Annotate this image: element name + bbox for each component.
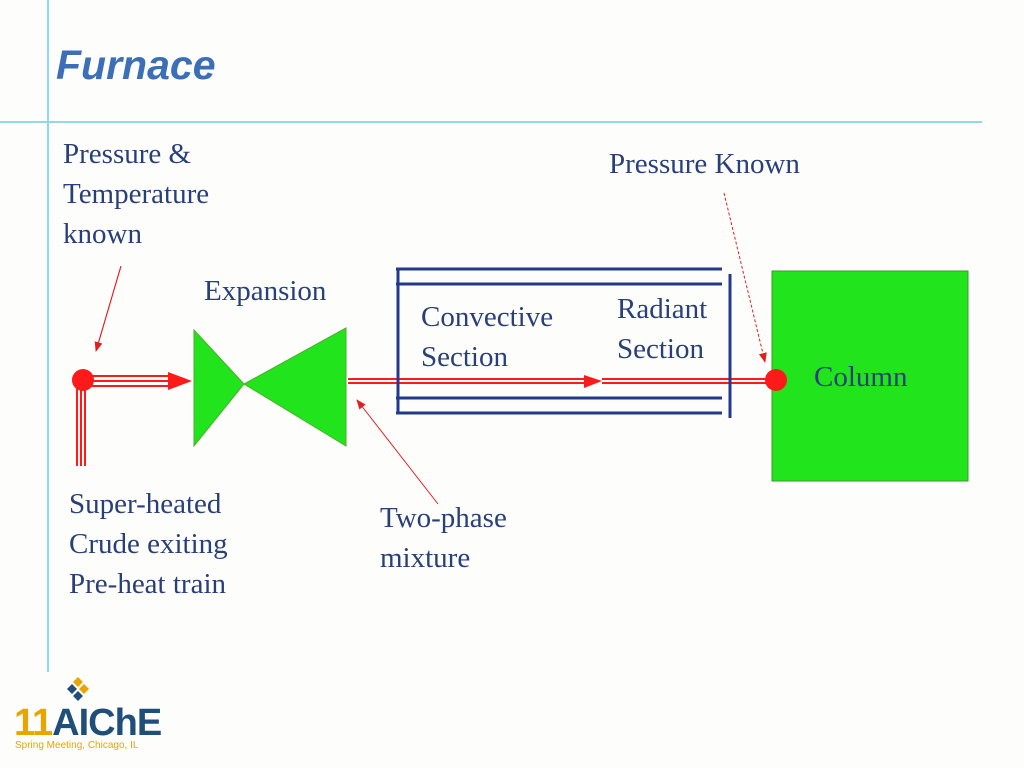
aiche-logo: 11AIChE Spring Meeting, Chicago, IL <box>12 676 182 756</box>
logo-number: 11 <box>14 702 53 744</box>
convective-line-2: Section <box>421 341 508 373</box>
column-label: Column <box>814 361 908 393</box>
column-inlet-node <box>765 369 787 391</box>
logo-name: AIChE <box>52 702 162 744</box>
vertical-accent-line <box>47 0 49 672</box>
superheated-line-2: Crude exiting <box>69 528 228 560</box>
two-phase-line-2: mixture <box>380 542 471 574</box>
inlet-known-label: Pressure & Temperature known <box>63 134 209 254</box>
horizontal-accent-line <box>0 121 982 123</box>
two-phase-annotation-arrow <box>356 399 439 505</box>
convective-line-1: Convective <box>421 301 554 333</box>
logo-subtitle: Spring Meeting, Chicago, IL <box>15 740 139 751</box>
radiant-line-2: Section <box>617 333 704 365</box>
pressure-known-annotation-arrow <box>723 192 767 363</box>
radiant-section-label: Radiant Section <box>617 289 707 369</box>
expansion-valve-icon <box>193 327 347 448</box>
logo-wordmark: 11AIChE <box>14 702 162 744</box>
process-flow-line <box>348 375 768 388</box>
diamond-logo-icon <box>67 677 89 701</box>
superheated-line-1: Super-heated <box>69 488 222 520</box>
slide-title: Furnace <box>56 42 216 88</box>
two-phase-line-1: Two-phase <box>380 502 507 534</box>
inlet-known-line-2: Temperature <box>63 178 210 210</box>
furnace-box <box>396 267 732 418</box>
convective-section-label: Convective Section <box>421 297 553 377</box>
expansion-label: Expansion <box>204 275 327 307</box>
inlet-annotation-arrow <box>94 265 122 352</box>
two-phase-mixture-label: Two-phase mixture <box>380 498 507 578</box>
pressure-known-label: Pressure Known <box>609 148 800 180</box>
superheated-line-3: Pre-heat train <box>69 568 227 600</box>
inlet-known-line-1: Pressure & <box>63 138 192 170</box>
radiant-line-1: Radiant <box>617 293 708 325</box>
inlet-known-line-3: known <box>63 218 142 250</box>
inlet-node <box>72 369 94 391</box>
superheated-crude-label: Super-heated Crude exiting Pre-heat trai… <box>69 484 228 604</box>
inlet-pipe <box>76 372 192 466</box>
